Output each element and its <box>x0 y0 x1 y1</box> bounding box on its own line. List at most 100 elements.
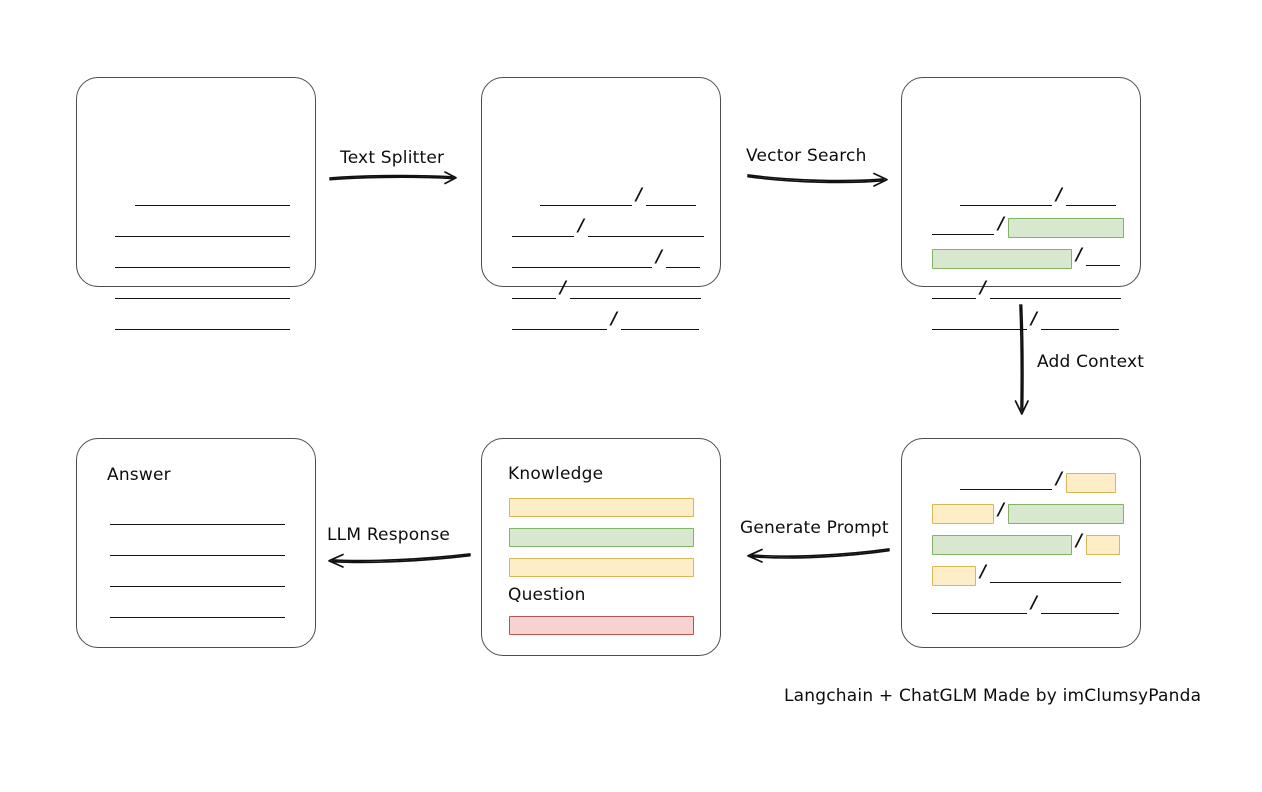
chunk-line: / <box>932 245 1121 270</box>
chunk-line: / <box>512 309 700 334</box>
chunk-line: / <box>932 500 1125 525</box>
node-split-chunks[interactable]: / / / / / <box>481 77 721 330</box>
edge-label-add-context: Add Context <box>1037 352 1145 372</box>
line-segment <box>932 222 994 235</box>
line-segment <box>621 317 700 330</box>
line-segment <box>110 605 285 618</box>
line-segment <box>932 601 1027 614</box>
chunk-line: / <box>932 562 1122 587</box>
chunk-separator: / <box>656 247 663 267</box>
chunk-line: / <box>932 309 1120 334</box>
chunk-separator: / <box>560 278 567 298</box>
context-chunks-rows: / / / / / <box>902 439 1140 647</box>
chunk-line: / <box>932 278 1122 303</box>
chunk-separator: / <box>611 309 618 329</box>
line-segment <box>115 255 290 268</box>
chunk-line: / <box>540 185 697 210</box>
line-segment <box>646 193 697 206</box>
split-chunks-rows: / / / / / <box>482 78 720 330</box>
context-chunk-highlight <box>932 566 976 586</box>
chunk-line: / <box>512 278 702 303</box>
question-label: Question <box>508 585 586 605</box>
chunk-separator: / <box>1076 245 1083 265</box>
edge-arrow-llm-response <box>328 553 471 568</box>
line-segment <box>110 512 285 525</box>
line-segment <box>932 317 1027 330</box>
line-segment <box>512 255 652 268</box>
chunk-line: / <box>512 216 705 241</box>
diagram-caption: Langchain + ChatGLM Made by imClumsyPand… <box>784 686 1202 706</box>
retrieved-chunk-highlight <box>1008 504 1125 524</box>
question-bar <box>509 616 694 635</box>
node-retrieved-chunks[interactable]: / / / / / <box>901 77 1141 330</box>
answer-line <box>110 569 285 591</box>
edge-arrow-generate-prompt <box>747 548 890 563</box>
context-chunk-highlight <box>1066 473 1117 493</box>
node-source-document[interactable] <box>76 77 316 330</box>
chunk-separator: / <box>636 185 643 205</box>
line-segment <box>110 543 285 556</box>
edge-label-vector-search: Vector Search <box>746 146 867 166</box>
knowledge-label: Knowledge <box>508 464 604 484</box>
knowledge-bar <box>509 498 694 517</box>
line-segment <box>1041 317 1120 330</box>
line-segment <box>1066 193 1117 206</box>
line-segment <box>512 286 556 299</box>
chunk-separator: / <box>980 562 987 582</box>
line-segment <box>960 477 1052 490</box>
chunk-line: / <box>960 185 1117 210</box>
line-segment <box>115 317 290 330</box>
chunk-separator: / <box>1056 185 1063 205</box>
prompt-content: Knowledge Question <box>482 439 720 655</box>
line-segment <box>512 224 574 237</box>
chunk-line: / <box>512 247 701 272</box>
retrieved-chunk-highlight <box>932 535 1072 555</box>
line-segment <box>110 574 285 587</box>
line-segment <box>666 255 701 268</box>
node-context-chunks[interactable]: / / / / / <box>901 438 1141 648</box>
knowledge-bar <box>509 528 694 547</box>
knowledge-bar <box>509 558 694 577</box>
edge-label-llm-response: LLM Response <box>327 525 451 545</box>
context-chunk-highlight <box>1086 535 1121 555</box>
line-segment <box>932 286 976 299</box>
chunk-separator: / <box>1056 469 1063 489</box>
line-segment <box>1041 601 1120 614</box>
answer-label: Answer <box>107 465 171 485</box>
line-segment <box>135 193 290 206</box>
line-segment <box>990 286 1122 299</box>
line-segment <box>540 193 632 206</box>
retrieved-chunks-rows: / / / / / <box>902 78 1140 330</box>
document-line <box>115 219 290 241</box>
chunk-line: / <box>932 214 1125 239</box>
chunk-separator: / <box>998 214 1005 234</box>
line-segment <box>115 224 290 237</box>
document-line <box>115 250 290 272</box>
line-segment <box>570 286 702 299</box>
line-segment <box>588 224 705 237</box>
context-chunk-highlight <box>932 504 994 524</box>
edge-label-text-splitter: Text Splitter <box>340 148 445 168</box>
chunk-separator: / <box>980 278 987 298</box>
chunk-separator: / <box>1076 531 1083 551</box>
chunk-line: / <box>932 595 1120 618</box>
line-segment <box>960 193 1052 206</box>
line-segment <box>115 286 290 299</box>
retrieved-chunk-highlight <box>1008 218 1125 238</box>
line-segment <box>990 570 1122 583</box>
edge-label-generate-prompt: Generate Prompt <box>740 518 889 538</box>
answer-content: Answer <box>77 439 315 647</box>
line-segment <box>1086 253 1121 266</box>
node-answer[interactable]: Answer <box>76 438 316 648</box>
chunk-separator: / <box>1031 309 1038 329</box>
retrieved-chunk-highlight <box>932 249 1072 269</box>
source-document-rows <box>77 78 315 330</box>
edge-arrow-vector-search <box>747 172 888 187</box>
chunk-line: / <box>932 531 1121 556</box>
node-prompt[interactable]: Knowledge Question <box>481 438 721 656</box>
answer-line <box>110 600 285 622</box>
chunk-separator: / <box>998 500 1005 520</box>
edge-arrow-text-splitter <box>329 171 457 185</box>
chunk-separator: / <box>578 216 585 236</box>
